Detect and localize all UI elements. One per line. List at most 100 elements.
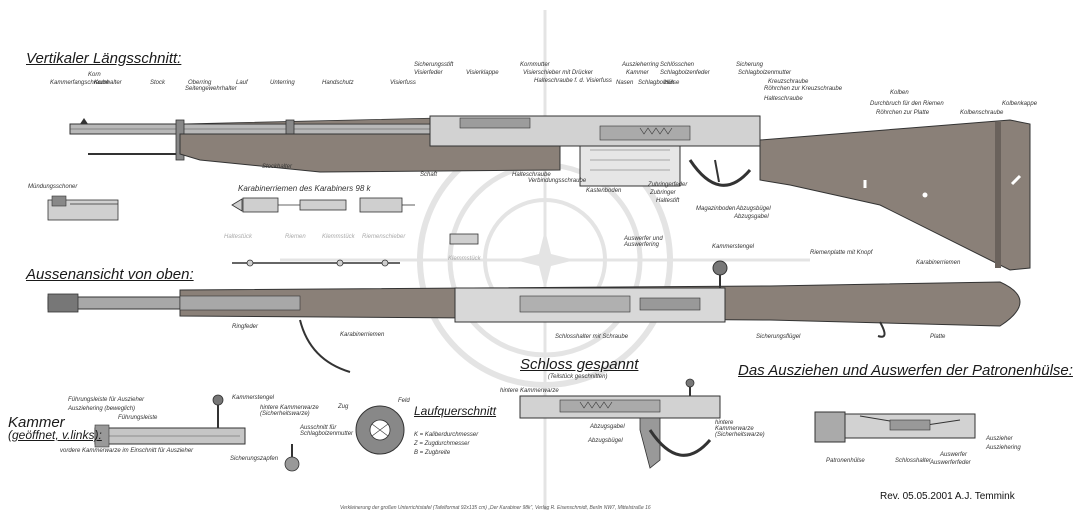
- heading-bolt-cocked: Schloss gespannt: [520, 356, 639, 373]
- label-ausziehering: Ausziehering (beweglich): [68, 406, 136, 412]
- section-label: Sicherung: [736, 62, 764, 68]
- heading-chamber-sub: (geöffnet, v.links):: [8, 428, 102, 442]
- bolt-handle-knob: [712, 260, 728, 276]
- label-riemenplatte: Riemenplatte mit Knopf: [810, 250, 873, 256]
- label-auswerfer-2: Auswerfer: [940, 452, 968, 458]
- label-abzugsgabel: Abzugsgabel: [590, 424, 625, 430]
- heading-top-view: Aussenansicht von oben:: [26, 266, 194, 283]
- section-label: Zubringerfeder: [648, 182, 688, 188]
- section-label: Kreuzschraube: [768, 79, 809, 85]
- label-fuhrungsleiste: Führungsleiste für Auszieher: [68, 397, 145, 403]
- section-label: Röhrchen zur Platte: [876, 110, 930, 116]
- sling-parts-drawing: [231, 197, 479, 267]
- section-label: Kornmutter: [520, 62, 550, 68]
- section-label: Kammer: [626, 70, 649, 76]
- bore-cross-section: [355, 405, 405, 455]
- label-schlosshalter: Schlosshalter mit Schraube: [555, 334, 629, 340]
- section-label: Kolbenkappe: [1002, 101, 1038, 107]
- label-kammerstengel-2: Kammerstengel: [232, 395, 275, 401]
- section-label: Schaft: [420, 172, 438, 178]
- heading-vertical-section: Vertikaler Längsschnitt:: [26, 50, 182, 67]
- section-label: Verbindungsschraube: [528, 178, 587, 184]
- label-schloss-sub: (Teilstück geschnitten): [548, 374, 608, 380]
- section-label: Stockhalter: [262, 164, 293, 170]
- section-label: Oberring: [188, 80, 212, 86]
- section-label: Schlagbolzenmutter: [738, 70, 792, 76]
- label-muzzle-cover: Mündungsschoner: [28, 184, 78, 190]
- section-label: Korn: [88, 72, 101, 78]
- label-vordere-kammerwarze: hintere Kammerwarze: [500, 388, 559, 394]
- section-label: Abzugsbügel: [736, 206, 771, 212]
- label-karabinerriemen-2: Karabinerriemen: [340, 332, 385, 338]
- section-label: Sicherungsstift: [414, 62, 454, 68]
- bolt-open-drawing: [94, 394, 300, 472]
- muzzle-cover-drawing: [47, 195, 119, 221]
- section-label: Durchbruch für den Riemen: [870, 101, 944, 107]
- rifle-section-view: [69, 115, 1031, 271]
- bolt-cocked-drawing: [519, 378, 721, 469]
- label-auswerfer: Auswerfer und Auswerfering: [624, 236, 663, 248]
- section-label: Kornhalter: [94, 80, 122, 86]
- sling-title: Karabinerriemen des Karabiners 98 k: [238, 184, 371, 193]
- section-label: Stock: [150, 80, 166, 86]
- label-riemen: Riemen: [285, 234, 306, 240]
- section-label: Visierfeder: [414, 70, 443, 76]
- section-label: Halteschraube: [764, 96, 803, 102]
- label-ausziehering-2: Ausziehering: [986, 445, 1021, 451]
- label-schlosshalter-2: Schlosshalter: [895, 458, 932, 464]
- label-bore-z: Z = Zugdurchmesser: [414, 441, 470, 447]
- section-label: Halteschraube: [512, 172, 551, 178]
- section-label: Zubringer: [650, 190, 676, 196]
- label-ringfeder: Ringfeder: [232, 324, 259, 330]
- section-label: Nasen: [616, 80, 634, 86]
- label-sicherungsflugel: Sicherungsflügel: [756, 334, 801, 340]
- label-bore-k: K = Kaliberdurchmesser: [414, 432, 479, 438]
- label-klemmstuck-2: Klemmstück: [448, 256, 481, 262]
- label-abzugsbugel: Abzugsbügel: [588, 438, 623, 444]
- section-label: Haltestift: [656, 198, 680, 204]
- heading-chamber: Kammer: [8, 414, 65, 431]
- section-label: Handschutz: [322, 80, 354, 86]
- handguard-section: [179, 117, 446, 125]
- label-klemmstuck: Klemmstück: [322, 234, 355, 240]
- section-label: Kolbenschraube: [960, 110, 1004, 116]
- section-label: Abzugsgabel: [734, 214, 769, 220]
- section-label: Kolben: [890, 90, 909, 96]
- heading-extraction: Das Ausziehen und Auswerfen der Patronen…: [738, 362, 1073, 379]
- section-label: Kammerfangschraube: [50, 80, 110, 86]
- label-patronenhulse: Patronenhülse: [826, 458, 865, 464]
- label-platte: Platte: [930, 334, 946, 340]
- label-vordere-kw: vordere Kammerwarze im Einschnitt für Au…: [60, 448, 194, 454]
- section-label: Röhrchen zur Kreuzschraube: [764, 86, 843, 92]
- rifle-top-view: [47, 260, 1021, 373]
- section-label: Seitengewehrhalter: [185, 86, 237, 92]
- label-auswerferfeder: Auswerferfeder: [930, 460, 971, 466]
- heading-bore-section: Laufquerschnitt: [414, 404, 497, 418]
- buttstock-section: [759, 119, 1031, 271]
- section-label: Auszieherring: [622, 62, 659, 68]
- label-bore-b: B = Zugbreite: [414, 450, 451, 456]
- footer-credit: Verkleinerung der großen Unterrichtstafe…: [340, 505, 651, 511]
- section-label: Schlösschen: [660, 62, 695, 68]
- section-label: Hülse: [664, 80, 680, 86]
- section-label: Magazinboden: [696, 206, 736, 212]
- label-fuhrungsleiste-2: Führungsleiste: [118, 415, 158, 421]
- label-zug: Zug: [338, 404, 349, 410]
- section-label: Kastenboden: [586, 188, 622, 194]
- label-sicherungszapfen: Sicherungszapfen: [230, 456, 279, 462]
- trigger-guard-section: [688, 159, 752, 187]
- section-label: Schlagbolzen: [638, 80, 675, 86]
- section-label: Halteschraube f. d. Visierfuss: [534, 78, 612, 84]
- magazine-section: [579, 145, 681, 187]
- section-label: Lauf: [236, 80, 248, 86]
- section-label: Visierfuss: [390, 80, 416, 86]
- section-label: Visierklappe: [466, 70, 499, 76]
- label-haltestuck: Haltestück: [224, 234, 253, 240]
- label-hintere-kammerwarze-2: hintere Kammerwarze (Sicherheitswarze): [715, 420, 765, 438]
- label-auszieher: Auszieher: [986, 436, 1013, 442]
- label-kammerstengel: Kammerstengel: [712, 244, 755, 250]
- extraction-drawing: [814, 411, 976, 443]
- section-label: Unterring: [270, 80, 295, 86]
